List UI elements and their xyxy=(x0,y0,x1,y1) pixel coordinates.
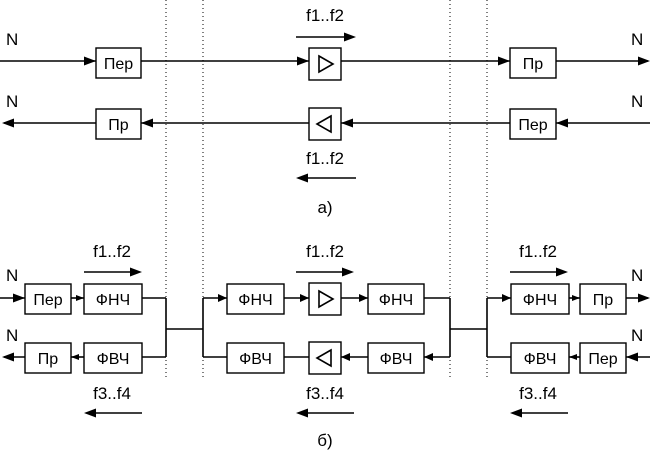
amplifier-right-icon xyxy=(318,289,335,309)
right-transmitter-box xyxy=(579,342,627,374)
transmitter-box-right xyxy=(509,108,557,140)
right-lowpass-filter-box xyxy=(510,283,570,315)
receiver-box-right-label: Пр xyxy=(523,56,544,73)
right-highpass-filter-label: ФВЧ xyxy=(524,351,557,368)
right-lowpass-filter-label: ФНЧ xyxy=(523,292,557,309)
right-receiver-box xyxy=(579,283,627,315)
left-band-top-label: f1..f2 xyxy=(93,242,131,261)
amplifier-left-icon xyxy=(315,114,332,134)
left-highpass-filter-label: ФВЧ xyxy=(97,351,130,368)
input-top-label: N xyxy=(6,30,18,49)
mid-band-top-label: f1..f2 xyxy=(306,242,344,261)
caption-a: а) xyxy=(317,198,332,217)
transmitter-box-right-label: Пер xyxy=(518,117,547,134)
mid-lowpass-filter-in-label: ФНЧ xyxy=(238,292,272,309)
mid-highpass-filter-out-label: ФВЧ xyxy=(239,351,272,368)
left-transmitter-label: Пер xyxy=(33,292,62,309)
input-bottom-label: N xyxy=(631,92,643,111)
mid-highpass-filter-out-box xyxy=(226,342,285,374)
left-receiver-label: Пр xyxy=(38,351,59,368)
mid-lowpass-filter-in-box xyxy=(226,283,285,315)
amplifier-forward-box xyxy=(308,47,342,81)
mid-highpass-filter-in-box xyxy=(367,342,425,374)
left-transmitter-box xyxy=(24,283,72,315)
receiver-box-left-label: Пр xyxy=(108,117,129,134)
amplifier-left-icon xyxy=(315,348,332,368)
band-bottom-label: f1..f2 xyxy=(306,149,344,168)
right-band-bottom-label: f3..f4 xyxy=(519,384,557,403)
caption-b: б) xyxy=(317,431,332,450)
mid-amplifier-forward-box xyxy=(308,282,342,316)
right-band-top-label: f1..f2 xyxy=(519,242,557,261)
left-lowpass-filter-label: ФНЧ xyxy=(96,292,130,309)
left-receiver-box xyxy=(24,342,72,374)
output-top-label: N xyxy=(631,30,643,49)
mid-lowpass-filter-out-label: ФНЧ xyxy=(379,292,413,309)
mid-highpass-filter-in-label: ФВЧ xyxy=(380,351,413,368)
right-receiver-label: Пр xyxy=(593,292,614,309)
diagram-a: Пер Пр Пр Пер N N N N f1..f2 f1..f2 а) xyxy=(0,6,650,217)
receiver-box-left xyxy=(95,108,142,140)
amplifier-reverse-box xyxy=(308,107,342,141)
left-lowpass-filter-box xyxy=(83,283,143,315)
right-input-label: N xyxy=(631,326,643,345)
band-top-label: f1..f2 xyxy=(306,6,344,25)
output-bottom-label: N xyxy=(6,92,18,111)
left-output-label: N xyxy=(6,326,18,345)
amplifier-right-icon xyxy=(318,54,335,74)
right-output-label: N xyxy=(631,266,643,285)
left-input-label: N xyxy=(6,266,18,285)
transmitter-box-left xyxy=(95,47,142,79)
mid-lowpass-filter-out-box xyxy=(367,283,425,315)
transmitter-box-left-label: Пер xyxy=(104,56,133,73)
right-highpass-filter-box xyxy=(510,342,570,374)
receiver-box-right xyxy=(509,47,557,79)
mid-band-bottom-label: f3..f4 xyxy=(306,384,344,403)
left-band-bottom-label: f3..f4 xyxy=(93,384,131,403)
mid-amplifier-reverse-box xyxy=(308,341,342,375)
right-transmitter-label: Пер xyxy=(588,351,617,368)
diagram-b: Пер ФНЧ Пр ФВЧ N N f1..f2 f3..f4 ФНЧ xyxy=(0,242,650,450)
left-highpass-filter-box xyxy=(83,342,143,374)
